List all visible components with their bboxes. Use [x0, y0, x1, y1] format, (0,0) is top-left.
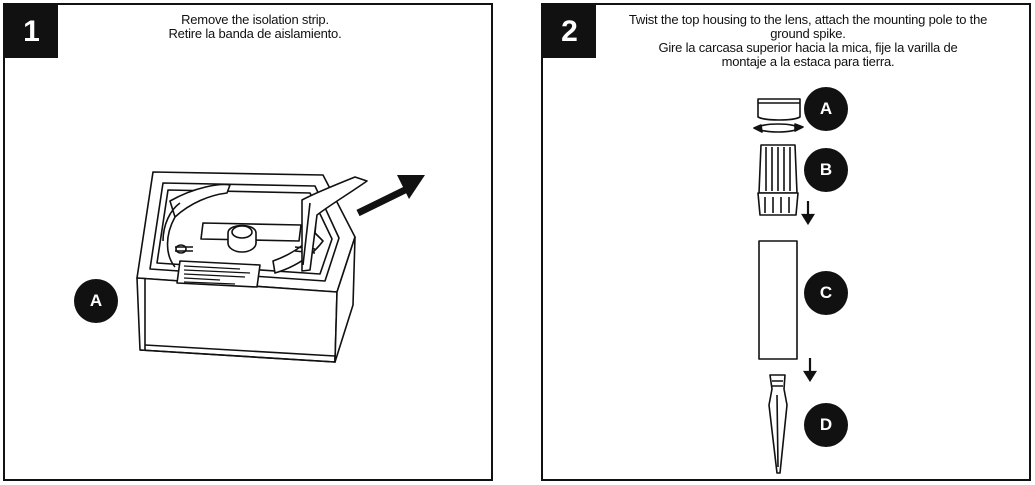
callout-label-a: A — [804, 87, 848, 131]
step-caption: Twist the top housing to the lens, attac… — [603, 13, 1013, 69]
step-number: 1 — [5, 5, 58, 58]
assembly-illustration — [753, 98, 817, 474]
callout-label-b: B — [804, 148, 848, 192]
caption-spanish-line-1: Gire la carcasa superior hacia la mica, … — [658, 40, 958, 55]
caption-spanish-line-2: montaje a la estaca para tierra. — [721, 54, 895, 69]
callout-label-c: C — [804, 271, 848, 315]
caption-english-line-2: ground spike. — [770, 26, 846, 41]
solar-box-illustration — [136, 171, 425, 363]
callout-label-a: A — [74, 279, 118, 323]
step-2-panel: 2 Twist the top housing to the lens, att… — [541, 3, 1031, 481]
caption-spanish: Retire la banda de aislamiento. — [168, 26, 342, 41]
step-number: 2 — [543, 5, 596, 58]
step-caption: Remove the isolation strip. Retire la ba… — [105, 13, 405, 41]
step-1-panel: 1 Remove the isolation strip. Retire la … — [3, 3, 493, 481]
caption-english: Remove the isolation strip. — [181, 12, 329, 27]
callout-label-d: D — [804, 403, 848, 447]
caption-english-line-1: Twist the top housing to the lens, attac… — [628, 12, 988, 27]
